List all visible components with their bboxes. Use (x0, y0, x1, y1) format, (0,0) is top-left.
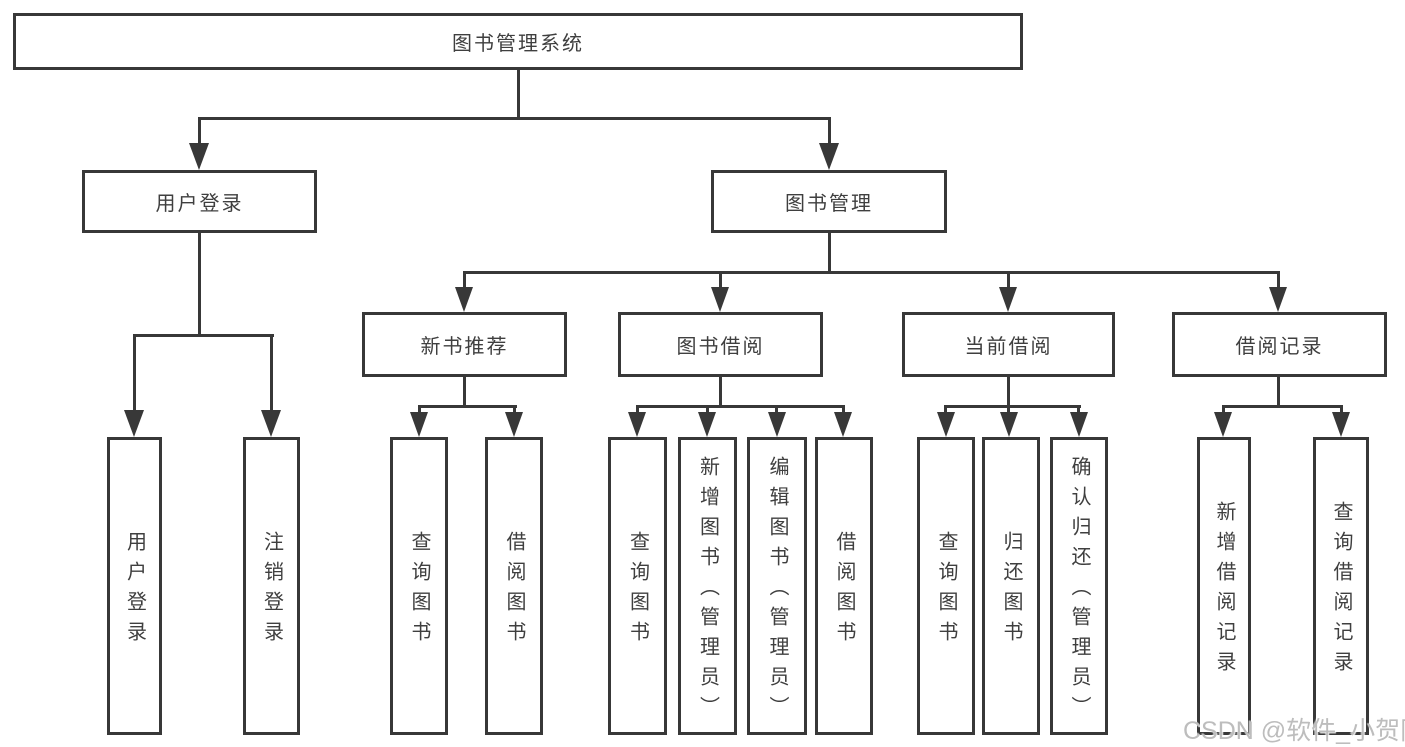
arrow-down-icon (698, 412, 716, 437)
leaf-label: 查询借阅记录 (1330, 501, 1352, 681)
leaf-label: 查询图书 (935, 531, 957, 651)
leaf-label: 用户登录 (123, 531, 146, 651)
connector-line (133, 334, 136, 414)
arrow-down-icon (819, 143, 839, 170)
arrow-down-icon (189, 143, 209, 170)
node-label: 新书推荐 (420, 336, 509, 358)
node-label: 借阅记录 (1235, 336, 1324, 358)
leaf-label: 查询图书 (408, 531, 430, 651)
node-user-login: 用户登录 (82, 170, 317, 233)
node-label: 图书管理系统 (452, 33, 584, 55)
connector-line (719, 377, 722, 408)
connector-line (270, 334, 273, 414)
arrow-down-icon (711, 287, 729, 312)
arrow-down-icon (410, 412, 428, 437)
leaf-logout: 注销登录 (243, 437, 300, 735)
connector-line (418, 405, 517, 408)
arrow-down-icon (1214, 412, 1232, 437)
connector-line (1007, 377, 1010, 408)
leaf-borrow-books-recommend: 借阅图书 (485, 437, 543, 735)
connector-line (463, 271, 1280, 274)
leaf-query-books-recommend: 查询图书 (390, 437, 448, 735)
connector-line (463, 377, 466, 408)
connector-line (198, 117, 201, 147)
leaf-add-book-admin: 新增图书（管理员） (678, 437, 737, 735)
connector-line (1277, 377, 1280, 408)
arrow-down-icon (1332, 412, 1350, 437)
arrow-down-icon (1070, 412, 1088, 437)
connector-line (706, 405, 709, 416)
connector-line (719, 271, 722, 289)
arrow-down-icon (768, 412, 786, 437)
leaf-query-books-current: 查询图书 (917, 437, 975, 735)
connector-line (636, 405, 639, 416)
leaf-borrow-books-borrowing: 借阅图书 (815, 437, 873, 735)
arrow-down-icon (628, 412, 646, 437)
leaf-label: 借阅图书 (833, 531, 855, 651)
connector-line (828, 232, 831, 274)
connector-line (513, 405, 516, 416)
connector-line (1007, 271, 1010, 289)
node-borrow-records: 借阅记录 (1172, 312, 1387, 377)
arrow-down-icon (124, 410, 144, 437)
leaf-query-books-borrowing: 查询图书 (608, 437, 667, 735)
leaf-edit-book-admin: 编辑图书（管理员） (747, 437, 807, 735)
leaf-user-login: 用户登录 (107, 437, 162, 735)
node-label: 图书管理 (785, 193, 873, 215)
arrow-down-icon (999, 287, 1017, 312)
csdn-watermark: CSDN @软件_小贺同学 (1183, 717, 1405, 745)
connector-line (463, 271, 466, 289)
connector-line (636, 405, 845, 408)
connector-line (775, 405, 778, 416)
leaf-confirm-return-admin: 确认归还（管理员） (1050, 437, 1108, 735)
connector-line (418, 405, 421, 416)
node-new-book-recommend: 新书推荐 (362, 312, 567, 377)
connector-line (198, 233, 201, 337)
node-label: 用户登录 (155, 193, 244, 215)
connector-line (198, 117, 831, 120)
leaf-return-books: 归还图书 (982, 437, 1040, 735)
leaf-label: 借阅图书 (503, 531, 525, 651)
connector-line (1077, 405, 1080, 416)
arrow-down-icon (1269, 287, 1287, 312)
arrow-down-icon (834, 412, 852, 437)
connector-line (944, 405, 947, 416)
arrow-down-icon (455, 287, 473, 312)
connector-line (1007, 405, 1010, 416)
connector-line (842, 405, 845, 416)
connector-line (1222, 405, 1225, 416)
connector-line (828, 117, 831, 147)
leaf-label: 确认归还（管理员） (1068, 456, 1090, 726)
leaf-label: 编辑图书（管理员） (766, 456, 788, 726)
arrow-down-icon (1000, 412, 1018, 437)
node-book-management-system: 图书管理系统 (13, 13, 1023, 70)
node-book-management: 图书管理 (711, 170, 947, 233)
node-book-borrowing: 图书借阅 (618, 312, 823, 377)
arrow-down-icon (505, 412, 523, 437)
node-label: 图书借阅 (676, 336, 765, 358)
leaf-add-borrow-record: 新增借阅记录 (1197, 437, 1251, 735)
leaf-label: 归还图书 (1000, 531, 1022, 651)
leaf-label: 新增图书（管理员） (696, 456, 719, 726)
leaf-label: 新增借阅记录 (1213, 501, 1235, 681)
connector-line (1222, 405, 1343, 408)
arrow-down-icon (261, 410, 281, 437)
arrow-down-icon (937, 412, 955, 437)
leaf-label: 查询图书 (626, 531, 649, 651)
leaf-query-borrow-record: 查询借阅记录 (1313, 437, 1369, 735)
connector-line (1340, 405, 1343, 416)
connector-line (1277, 271, 1280, 289)
connector-line (517, 70, 520, 120)
node-current-borrowing: 当前借阅 (902, 312, 1115, 377)
connector-line (133, 334, 274, 337)
node-label: 当前借阅 (964, 336, 1053, 358)
connector-line (944, 405, 1081, 408)
leaf-label: 注销登录 (260, 531, 283, 651)
